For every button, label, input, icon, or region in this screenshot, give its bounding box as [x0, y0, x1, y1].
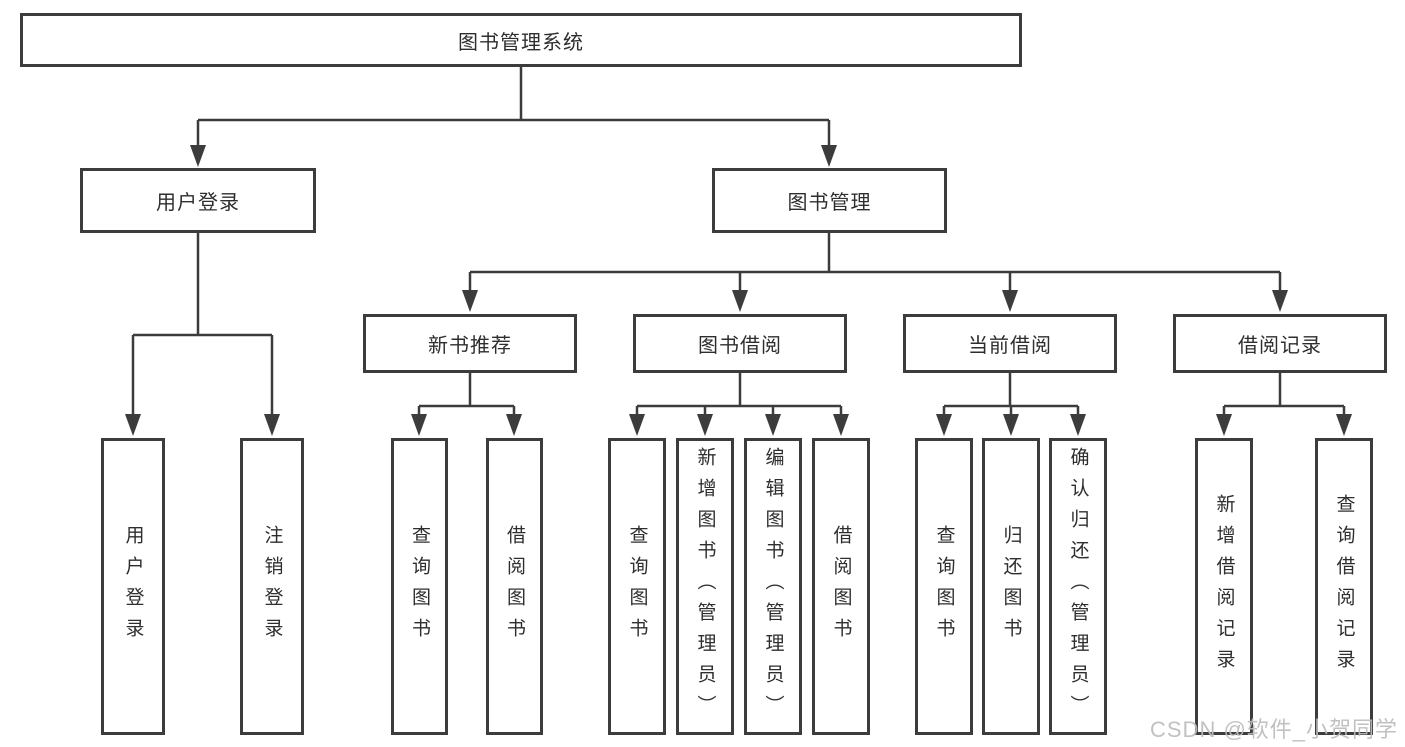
arrowhead — [506, 414, 522, 436]
arrowhead — [1336, 414, 1352, 436]
node-leaf-rec-borrow-books-label: 借阅图书 — [504, 524, 525, 649]
node-leaf-br-add-record: 新增借阅记录 — [1195, 438, 1253, 735]
arrowhead — [1003, 414, 1019, 436]
arrowhead — [125, 414, 141, 436]
node-current-borrow: 当前借阅 — [903, 314, 1117, 373]
csdn-watermark: CSDN @软件_小贺同学 — [1150, 717, 1399, 742]
node-leaf-bb-edit-books-label: 编辑图书（管理员） — [762, 447, 784, 726]
node-leaf-cb-confirm-return: 确认归还（管理员） — [1049, 438, 1107, 735]
connector-book-mgmt-to-level3 — [468, 232, 1282, 293]
arrowhead — [936, 414, 952, 436]
connector-arrowheads — [125, 145, 1352, 436]
arrowhead — [462, 290, 478, 312]
node-current-borrow-label: 当前借阅 — [968, 335, 1052, 357]
arrowhead — [1002, 290, 1018, 312]
node-leaf-cb-return-books: 归还图书 — [982, 438, 1040, 735]
node-book-borrow-label: 图书借阅 — [698, 335, 782, 357]
node-leaf-cb-query-books-label: 查询图书 — [933, 524, 955, 649]
node-leaf-user-login: 用户登录 — [101, 438, 165, 735]
node-leaf-cb-confirm-return-label: 确认归还（管理员） — [1067, 447, 1089, 726]
node-new-book-rec: 新书推荐 — [363, 314, 577, 373]
node-user-login-label: 用户登录 — [156, 192, 240, 214]
connector-borrow-records-to-leaves — [1222, 372, 1346, 417]
arrowhead — [1070, 414, 1086, 436]
node-leaf-bb-query-books-label: 查询图书 — [626, 524, 648, 649]
node-new-book-rec-label: 新书推荐 — [428, 335, 512, 357]
node-leaf-rec-query-books: 查询图书 — [391, 438, 448, 735]
node-borrow-records-label: 借阅记录 — [1238, 335, 1322, 357]
arrowhead — [732, 290, 748, 312]
connector-current-borrow-to-leaves — [942, 372, 1080, 417]
arrowhead — [190, 145, 206, 167]
node-borrow-records: 借阅记录 — [1173, 314, 1387, 373]
node-leaf-cb-query-books: 查询图书 — [915, 438, 973, 735]
arrowhead — [1272, 290, 1288, 312]
node-leaf-logout-label: 注销登录 — [261, 524, 283, 649]
node-book-mgmt-label: 图书管理 — [787, 192, 872, 214]
node-leaf-br-query-record: 查询借阅记录 — [1315, 438, 1373, 735]
node-user-login: 用户登录 — [80, 168, 316, 233]
node-leaf-rec-borrow-books: 借阅图书 — [486, 438, 543, 735]
connector-book-borrow-to-leaves — [635, 372, 843, 417]
node-leaf-br-query-record-label: 查询借阅记录 — [1333, 493, 1355, 680]
node-leaf-logout: 注销登录 — [240, 438, 304, 735]
node-leaf-bb-query-books: 查询图书 — [608, 438, 666, 735]
arrowhead — [821, 145, 837, 167]
node-leaf-bb-edit-books: 编辑图书（管理员） — [744, 438, 802, 735]
connector-shafts — [131, 66, 1346, 417]
node-leaf-br-add-record-label: 新增借阅记录 — [1213, 493, 1235, 680]
node-root-label: 图书管理系统 — [458, 31, 584, 54]
node-book-borrow: 图书借阅 — [633, 314, 847, 373]
node-root: 图书管理系统 — [20, 13, 1022, 67]
node-leaf-cb-return-books-label: 归还图书 — [1000, 524, 1022, 649]
node-leaf-user-login-label: 用户登录 — [122, 524, 144, 649]
node-leaf-rec-query-books-label: 查询图书 — [409, 524, 430, 649]
node-leaf-bb-borrow-books: 借阅图书 — [812, 438, 870, 735]
node-leaf-bb-borrow-books-label: 借阅图书 — [830, 524, 852, 649]
connector-user-login-to-leaves — [131, 232, 274, 417]
connector-root-to-level2 — [196, 66, 831, 148]
node-leaf-bb-add-books: 新增图书（管理员） — [676, 438, 734, 735]
arrowhead — [411, 414, 427, 436]
node-book-mgmt: 图书管理 — [712, 168, 947, 233]
node-leaf-bb-add-books-label: 新增图书（管理员） — [694, 447, 716, 726]
arrowhead — [833, 414, 849, 436]
arrowhead — [1216, 414, 1232, 436]
arrowhead — [765, 414, 781, 436]
arrowhead — [629, 414, 645, 436]
arrowhead — [697, 414, 713, 436]
connector-new-book-rec-to-leaves — [417, 372, 516, 417]
arrowhead — [264, 414, 280, 436]
